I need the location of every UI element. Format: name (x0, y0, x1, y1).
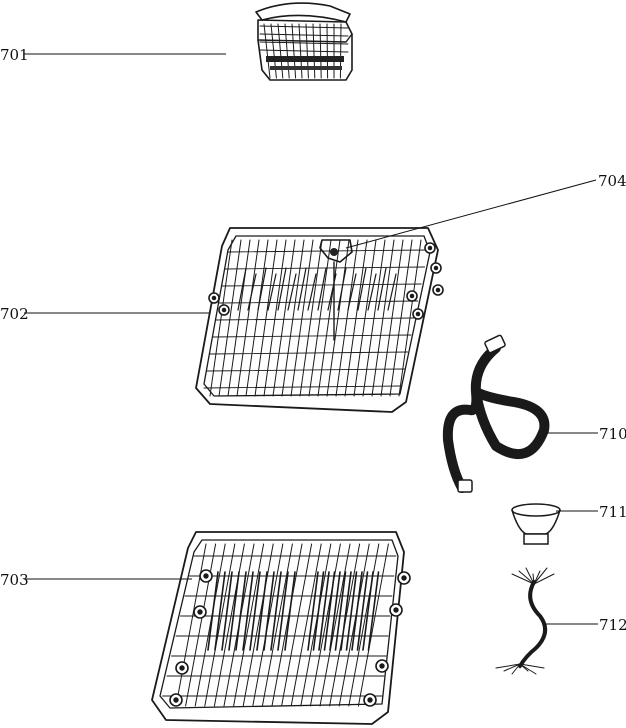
spray-arm-connector-drawing (319, 239, 353, 341)
rinse-aid-cap-drawing (511, 503, 561, 545)
lower-rack-drawing (151, 531, 411, 725)
wire-harness-leads (495, 567, 555, 675)
label-711: 711 (599, 503, 626, 521)
label-710: 710 (599, 425, 626, 443)
wire-harness-drawing (495, 567, 555, 675)
label-701: 701 (0, 46, 29, 64)
cutlery-basket-drawing (255, 2, 353, 81)
label-704: 704 (598, 172, 626, 190)
label-712: 712 (599, 616, 626, 634)
water-inlet-hose-drawing (442, 334, 550, 493)
label-702: 702 (0, 305, 29, 323)
part-labels: 701 702 703 704 710 711 712 (0, 46, 626, 634)
upper-rack-drawing (195, 227, 444, 413)
cutlery-basket-grid (259, 23, 349, 79)
upper-rack-tines (203, 239, 429, 397)
label-703: 703 (0, 571, 29, 589)
lower-rack-tines (162, 543, 397, 707)
lower-rack-wheels (169, 569, 411, 707)
leader-lines (24, 53, 598, 625)
leader-704 (345, 179, 597, 249)
upper-rack-wheels (208, 242, 444, 320)
